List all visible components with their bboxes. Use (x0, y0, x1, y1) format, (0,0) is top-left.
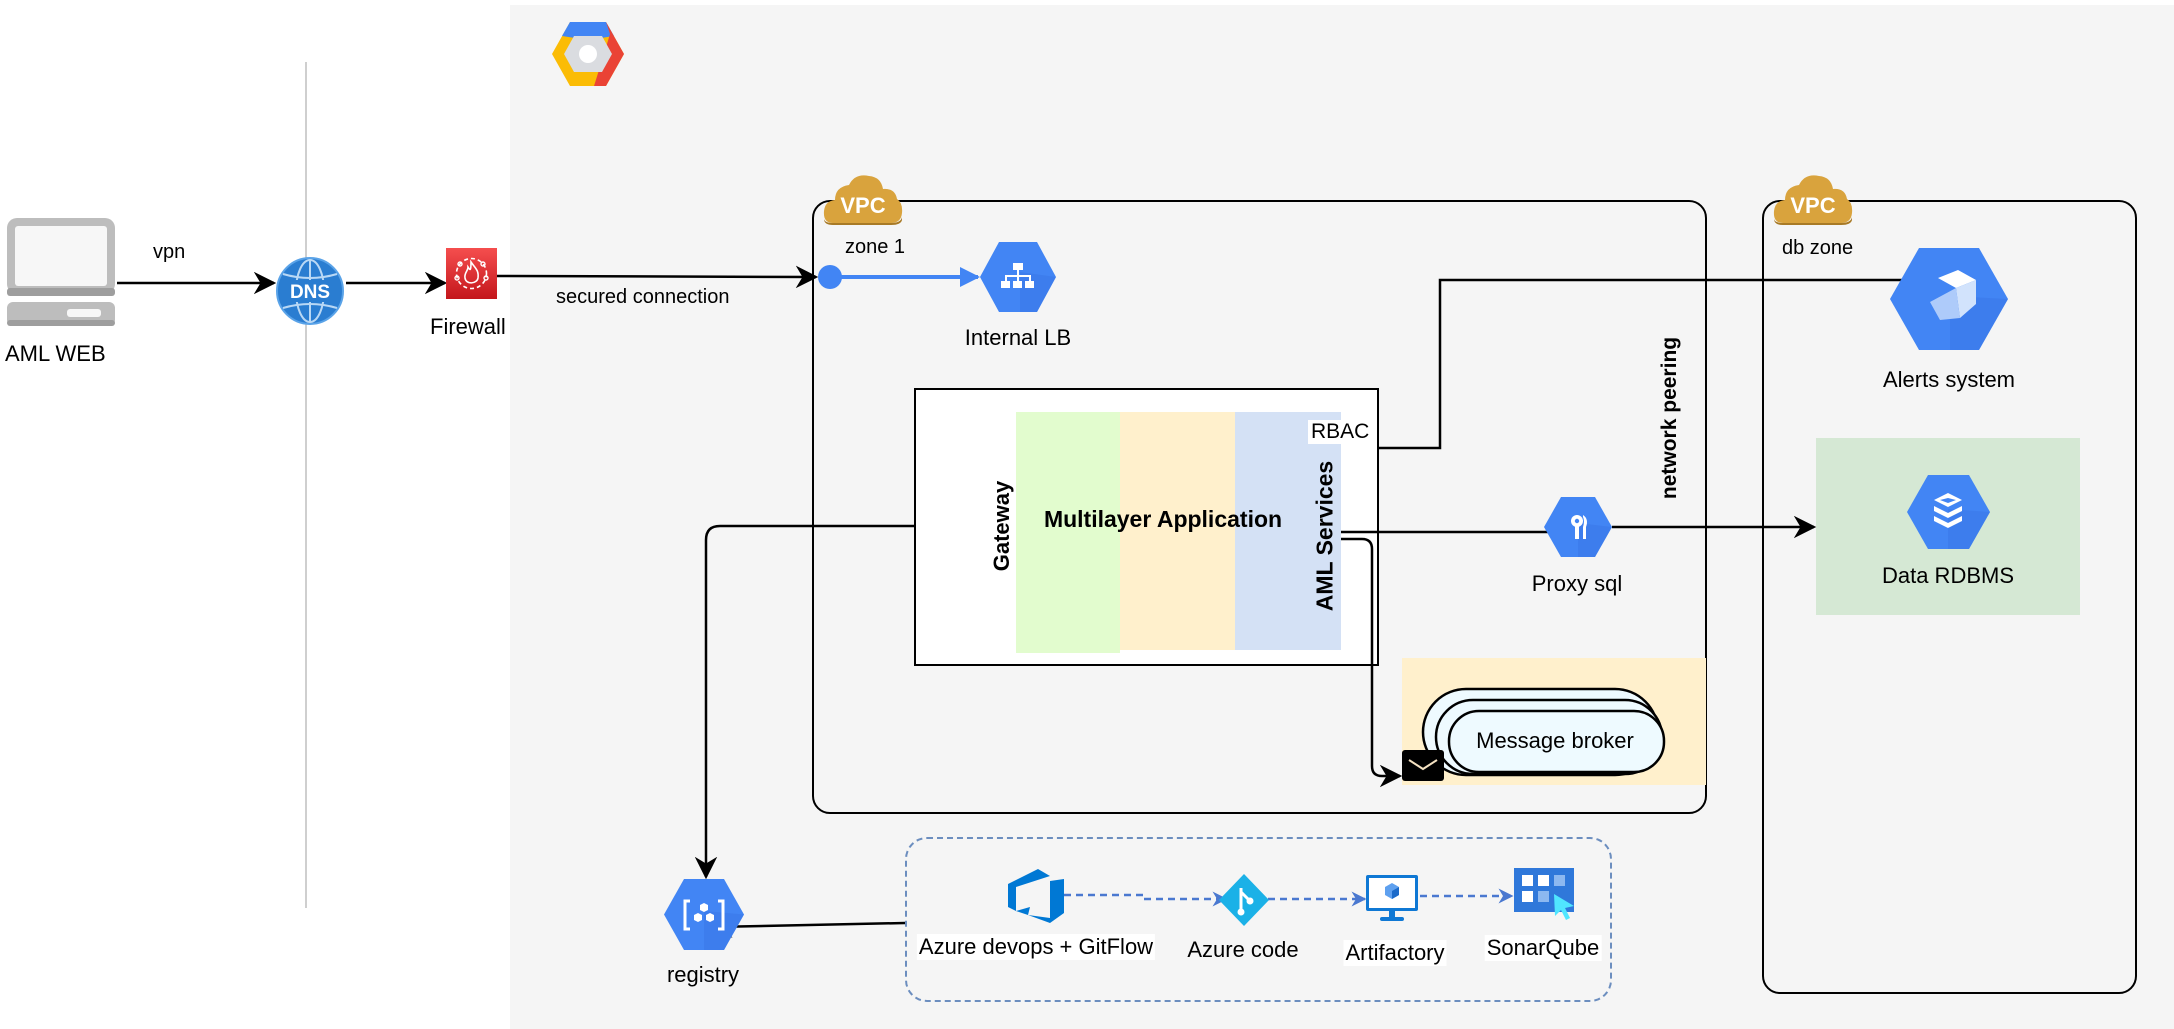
svg-text:VPC: VPC (840, 193, 885, 218)
firewall-icon[interactable] (446, 248, 497, 299)
azure-devops-label: Azure devops + GitFlow (916, 934, 1156, 960)
dns-globe-icon[interactable]: DNS (275, 256, 345, 326)
proxy-key-icon[interactable] (1544, 497, 1612, 557)
firewall-label: Firewall (430, 314, 506, 339)
zone1-label: zone 1 (845, 236, 906, 258)
data-rdbms-label: Data RDBMS (1881, 563, 2015, 588)
alerts-system-label: Alerts system (1882, 367, 2016, 392)
svg-text:VPC: VPC (1790, 193, 1835, 218)
message-broker-label: Message broker (1476, 728, 1634, 753)
network-boundary-divider (305, 62, 307, 908)
load-balancer-icon[interactable] (980, 242, 1056, 312)
laptop-icon (5, 218, 117, 328)
vpc-cloud-badge-zone1: VPC (823, 173, 903, 225)
dashboard-cursor-icon[interactable] (1514, 868, 1576, 922)
envelope-icon (1402, 750, 1444, 781)
vpn-label: vpn (153, 241, 186, 263)
artifactory-label: Artifactory (1343, 940, 1447, 966)
layer-strip-yellow (1120, 412, 1235, 650)
proxy-sql-label: Proxy sql (1531, 571, 1623, 596)
azure-devops-icon[interactable] (1008, 869, 1064, 923)
azure-code-label: Azure code (1187, 937, 1299, 962)
dbzone-label: db zone (1782, 237, 1854, 259)
app-title: Multilayer Application (1043, 506, 1283, 532)
gateway-label: Gateway (989, 480, 1014, 572)
database-stack-icon[interactable] (1907, 475, 1990, 549)
google-cloud-logo (552, 22, 624, 86)
container-registry-icon[interactable] (664, 879, 744, 950)
sonarqube-label: SonarQube (1484, 935, 1602, 961)
cube-icon[interactable] (1890, 248, 2008, 350)
client-label: AML WEB (5, 341, 106, 366)
rbac-label: RBAC (1308, 420, 1373, 444)
network-peering-label: network peering (1658, 336, 1681, 500)
layer-strip-blue (1235, 412, 1341, 650)
vpc-zone-1[interactable] (812, 200, 1707, 814)
internal-lb-label: Internal LB (964, 325, 1072, 350)
vpc-cloud-badge-db: VPC (1773, 173, 1853, 225)
cicd-pipeline-group[interactable] (905, 837, 1612, 1002)
registry-label: registry (666, 962, 740, 987)
svg-text:DNS: DNS (290, 282, 330, 303)
git-diamond-icon[interactable] (1219, 874, 1269, 926)
aml-services-label: AML Services (1311, 460, 1338, 612)
message-broker-queue[interactable] (1420, 686, 1670, 780)
monitor-cube-icon[interactable] (1366, 875, 1418, 923)
vpc-db-zone[interactable] (1762, 200, 2137, 994)
layer-strip-green (1016, 412, 1120, 653)
secured-connection-label: secured connection (556, 286, 730, 308)
